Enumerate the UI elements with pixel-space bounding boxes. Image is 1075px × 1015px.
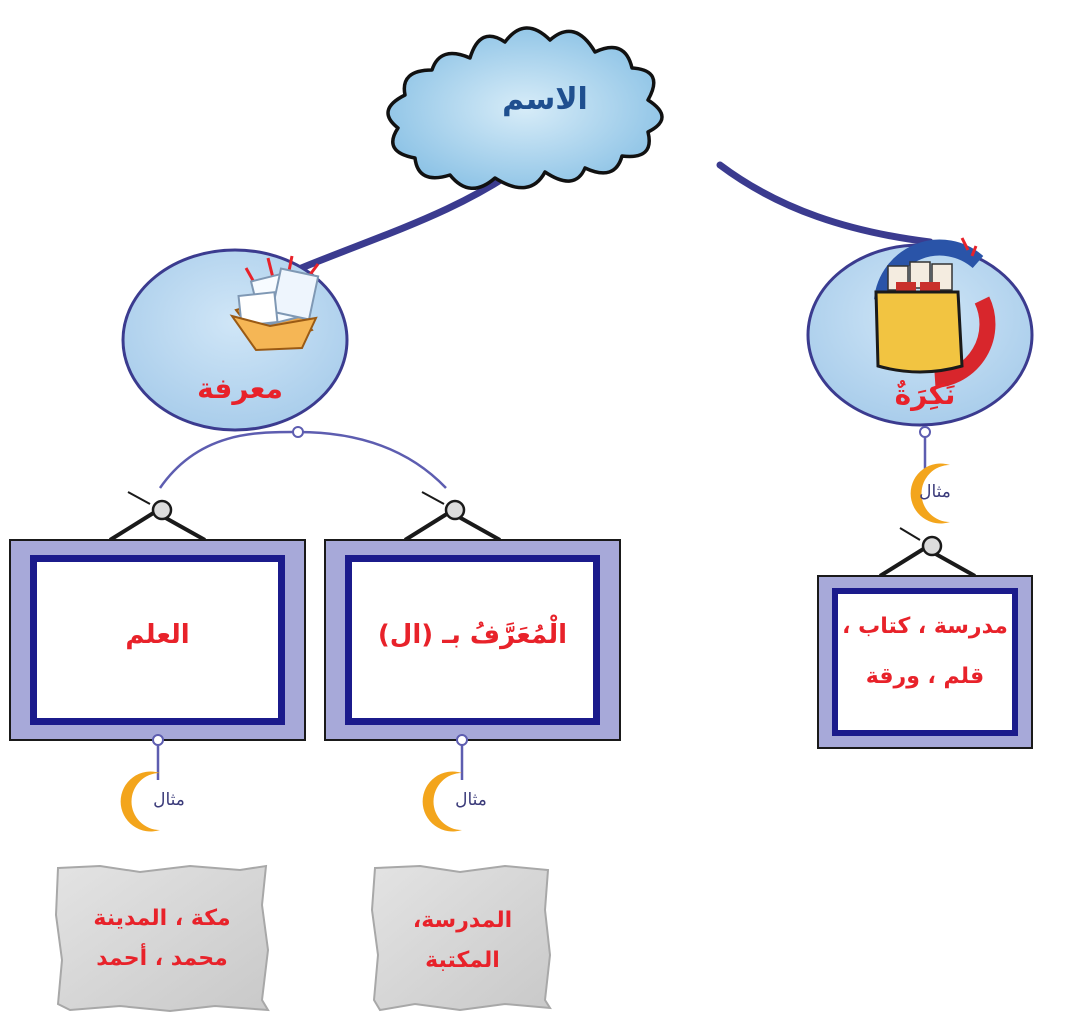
frame-nakira-line2: قلم ، ورقة <box>865 664 985 689</box>
example-proper-noun-line2: محمد ، أحمد <box>96 946 228 971</box>
connector-marifa-to-frames <box>158 430 447 489</box>
example-with-al-line1: المدرسة، <box>412 908 513 933</box>
category-marifa-label: معرفة <box>197 372 283 405</box>
frame-with-al <box>324 539 621 741</box>
note-with-al <box>370 864 552 1012</box>
frame-nakira-line1: مدرسة ، كتاب ، <box>842 614 1008 639</box>
category-nakira-label: نَكِرَةٌ <box>894 378 956 411</box>
crescent-moon-icon <box>120 771 160 832</box>
note-proper-noun <box>54 864 270 1013</box>
example-marker-with-al: مثال <box>455 790 487 810</box>
frame-nakira-examples <box>817 575 1033 749</box>
frame-proper-noun <box>9 539 306 741</box>
example-marker-proper-noun: مثال <box>153 790 185 810</box>
root-label: الاسم <box>502 82 588 117</box>
crescent-moon-icon <box>910 463 950 524</box>
connector-root-to-nakira <box>716 161 934 246</box>
example-proper-noun-line1: مكة ، المدينة <box>93 906 231 931</box>
frame-proper-noun-label: العلم <box>125 620 190 650</box>
hanging-hook-icon <box>878 527 976 578</box>
crescent-moon-icon <box>422 771 462 832</box>
example-with-al-line2: المكتبة <box>425 948 500 973</box>
open-folder-papers-icon <box>229 255 320 352</box>
frame-with-al-label: الْمُعَرَّفُ بـ (ال) <box>377 620 568 650</box>
file-folder-cards-icon <box>874 237 996 388</box>
hanging-hook-icon <box>108 491 206 542</box>
root-cloud <box>386 26 664 190</box>
example-marker-nakira: مثال <box>919 482 951 502</box>
hanging-hook-icon <box>403 491 501 542</box>
